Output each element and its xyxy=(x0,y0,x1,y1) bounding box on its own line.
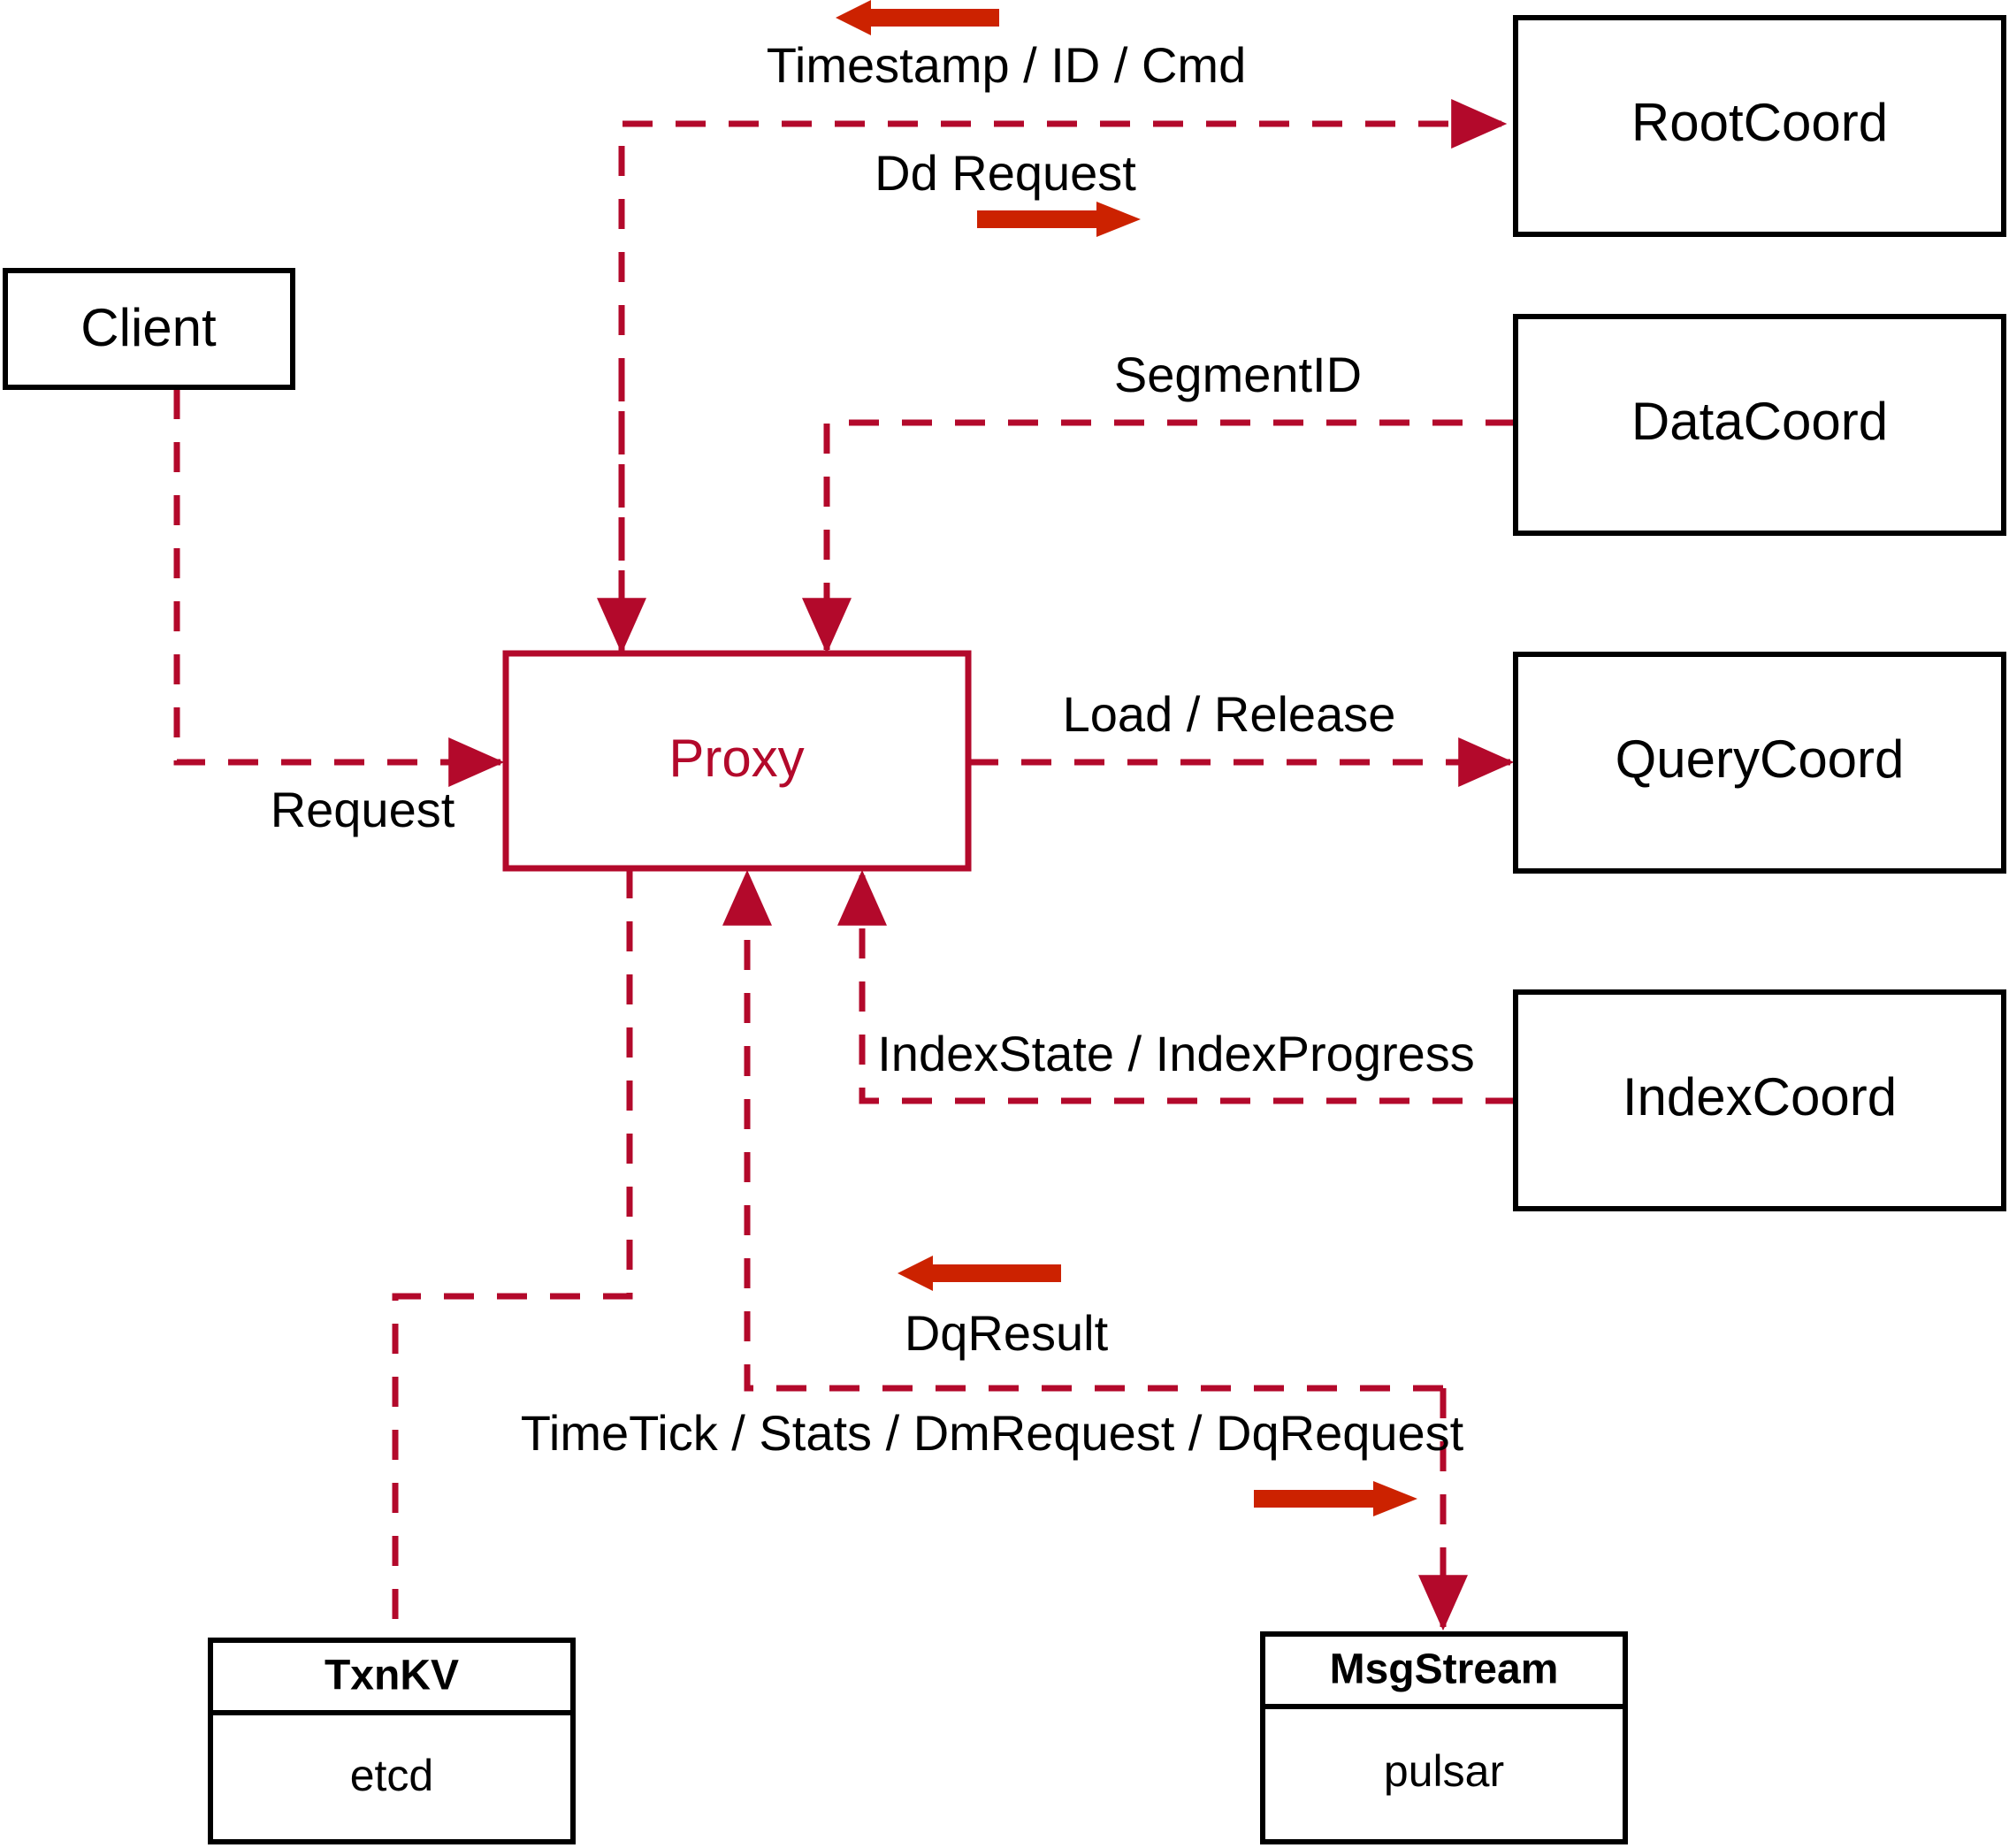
node-proxy-label: Proxy xyxy=(668,729,804,788)
edge-indexcoord-proxy xyxy=(837,869,1516,1104)
node-msgstream-title: MsgStream xyxy=(1330,1646,1559,1693)
edge-msgstream-proxy xyxy=(722,869,1443,1392)
node-txnkv-impl: etcd xyxy=(350,1751,434,1800)
edge-label-dq-result: DqResult xyxy=(905,1305,1109,1361)
node-proxy[interactable] xyxy=(502,650,972,872)
arrow-right-icon-timetick xyxy=(1254,1481,1417,1516)
edge-label-timetick-stats: TimeTick / Stats / DmRequest / DqRequest xyxy=(521,1405,1464,1461)
node-client-label: Client xyxy=(80,298,217,357)
node-txnkv[interactable] xyxy=(208,1638,576,1844)
edge-label-timestamp-id-cmd: Timestamp / ID / Cmd xyxy=(767,37,1246,93)
node-msgstream[interactable] xyxy=(1260,1631,1628,1844)
node-indexcoord[interactable] xyxy=(1513,989,2006,1211)
node-querycoord-label: QueryCoord xyxy=(1616,729,1905,789)
edge-label-request: Request xyxy=(271,782,455,837)
node-client[interactable] xyxy=(3,268,295,390)
node-rootcoord[interactable] xyxy=(1513,15,2006,237)
node-indexcoord-label: IndexCoord xyxy=(1623,1067,1897,1126)
edge-label-index-state-progress: IndexState / IndexProgress xyxy=(877,1026,1475,1081)
node-txnkv-title: TxnKV xyxy=(325,1653,459,1699)
arrow-right-icon-ddrequest xyxy=(977,202,1141,237)
arrow-left-icon-dqresult xyxy=(898,1256,1061,1291)
node-datacoord[interactable] xyxy=(1513,314,2006,536)
node-datacoord-label: DataCoord xyxy=(1631,392,1888,451)
edge-proxy-rootcoord xyxy=(618,99,1508,653)
node-rootcoord-label: RootCoord xyxy=(1631,93,1888,152)
arrow-left-icon-timestamp xyxy=(836,0,999,35)
edge-datacoord-proxy xyxy=(802,419,1516,654)
edge-proxy-txnkv xyxy=(392,868,633,1640)
edge-client-proxy xyxy=(173,389,505,787)
node-msgstream-impl: pulsar xyxy=(1384,1746,1504,1796)
edge-label-dd-request: Dd Request xyxy=(875,145,1136,201)
edge-label-segment-id: SegmentID xyxy=(1114,347,1362,402)
edge-label-load-release: Load / Release xyxy=(1063,686,1396,742)
node-querycoord[interactable] xyxy=(1513,652,2006,874)
